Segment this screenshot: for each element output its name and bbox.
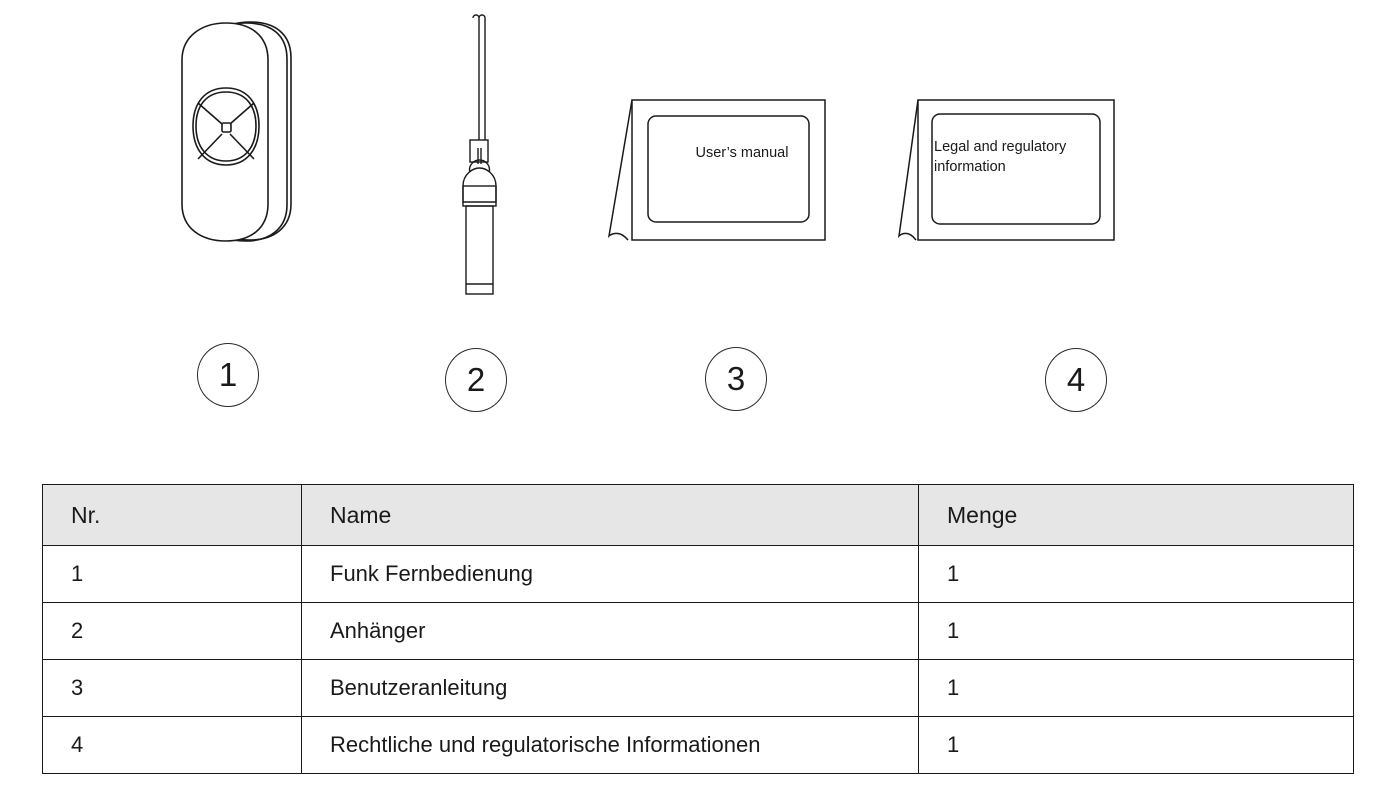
column-header-name: Name — [301, 484, 919, 546]
pendant-icon — [462, 14, 497, 295]
cell-name: Rechtliche und regulatorische Informatio… — [301, 716, 919, 774]
table-row: 3 Benutzeranleitung 1 — [42, 659, 1354, 717]
column-header-menge: Menge — [918, 484, 1354, 546]
cell-name: Anhänger — [301, 602, 919, 660]
booklet-manual-illustration: User’s manual — [604, 92, 854, 250]
callout-badge-4: 4 — [1045, 348, 1107, 412]
remote-control-illustration — [160, 14, 320, 246]
cell-menge: 1 — [918, 716, 1354, 774]
pendant-keyfob-illustration — [440, 8, 520, 300]
booklet-legal-label: Legal and regulatory information — [934, 139, 1067, 175]
cell-name: Benutzeranleitung — [301, 659, 919, 717]
cell-nr: 1 — [42, 545, 302, 603]
booklet-manual-label: User’s manual — [695, 145, 789, 161]
booklet-icon — [607, 99, 826, 241]
cell-nr: 2 — [42, 602, 302, 660]
callout-badge-3: 3 — [705, 347, 767, 411]
booklet-legal-illustration: Legal and regulatory information — [894, 92, 1130, 250]
remote-control-icon — [181, 21, 292, 242]
cell-nr: 4 — [42, 716, 302, 774]
illustration-strip: User’s manual Legal and regulatory infor… — [0, 0, 1385, 320]
table-row: 1 Funk Fernbedienung 1 — [42, 545, 1354, 603]
parts-list-table: Nr. Name Menge 1 Funk Fernbedienung 1 2 … — [42, 484, 1354, 774]
cell-menge: 1 — [918, 602, 1354, 660]
cell-menge: 1 — [918, 545, 1354, 603]
cell-name: Funk Fernbedienung — [301, 545, 919, 603]
cell-nr: 3 — [42, 659, 302, 717]
booklet-icon — [897, 99, 1115, 241]
column-header-nr: Nr. — [42, 484, 302, 546]
table-header-row: Nr. Name Menge — [42, 484, 1354, 546]
table-row: 4 Rechtliche und regulatorische Informat… — [42, 716, 1354, 774]
callout-badge-1: 1 — [197, 343, 259, 407]
table-row: 2 Anhänger 1 — [42, 602, 1354, 660]
callout-badge-2: 2 — [445, 348, 507, 412]
cell-menge: 1 — [918, 659, 1354, 717]
